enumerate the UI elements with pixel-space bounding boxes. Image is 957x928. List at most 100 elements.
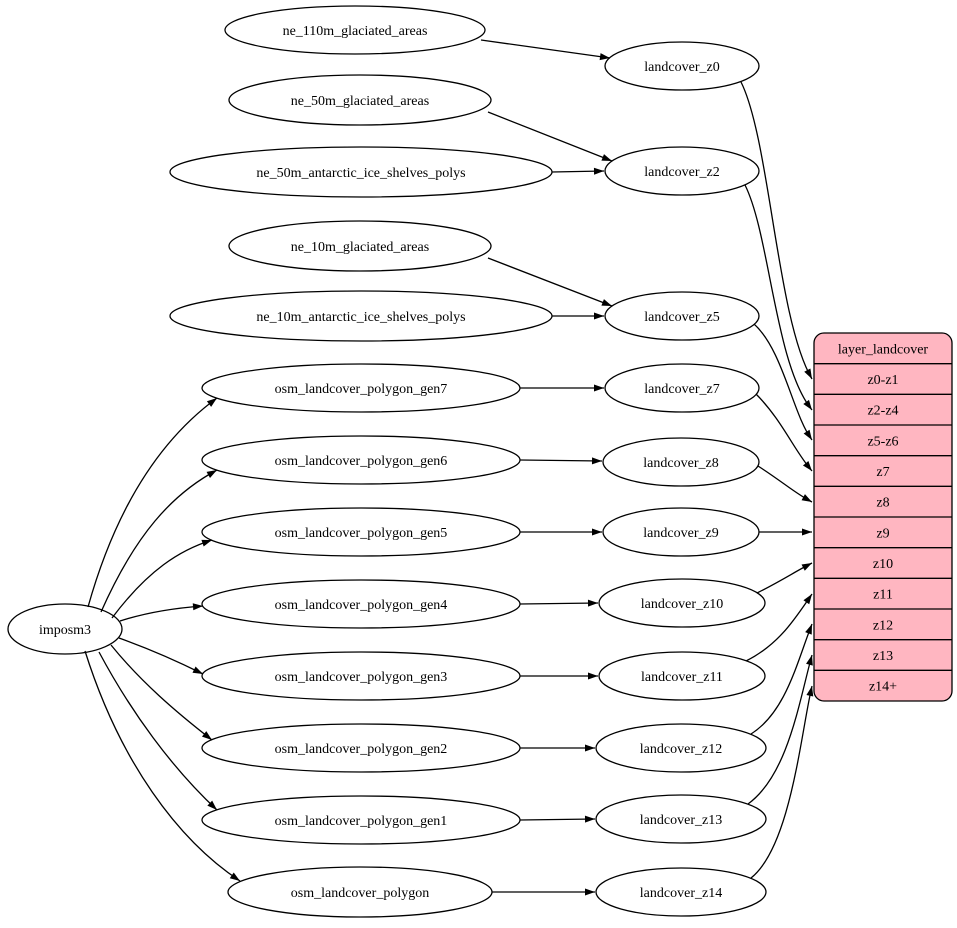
edge-landcover_z7-to-layer_landcover-z7 xyxy=(755,393,813,472)
arrowhead-icon xyxy=(594,312,604,320)
node-landcover_z14: landcover_z14 xyxy=(595,867,767,917)
edge-line xyxy=(487,111,613,162)
node-ellipse xyxy=(595,867,767,917)
edge-imposm3-to-osm_landcover_polygon_gen6 xyxy=(100,469,218,613)
node-label: ne_50m_antarctic_ice_shelves_polys xyxy=(256,166,465,181)
arrowhead-icon xyxy=(601,299,612,306)
node-ellipse xyxy=(224,5,486,55)
node-osm_landcover_polygon: osm_landcover_polygon xyxy=(227,866,493,918)
record-row-label: z2-z4 xyxy=(867,404,898,419)
record-row-label: z9 xyxy=(876,526,889,541)
arrowhead-icon xyxy=(806,686,814,697)
edge-osm_landcover_polygon_gen2-to-landcover_z12 xyxy=(520,744,595,752)
node-label: osm_landcover_polygon_gen4 xyxy=(275,598,448,613)
edge-landcover_z8-to-layer_landcover-z8 xyxy=(757,465,813,503)
arrowhead-icon xyxy=(599,53,610,61)
node-ne_50m_antarctic_ice_shelves_polys: ne_50m_antarctic_ice_shelves_polys xyxy=(169,146,553,198)
edge-imposm3-to-osm_landcover_polygon_gen1 xyxy=(98,651,218,811)
arrowhead-icon xyxy=(585,744,595,752)
edge-ne_50m_glaciated_areas-to-landcover_z2 xyxy=(487,111,613,162)
arrowhead-icon xyxy=(803,429,812,440)
node-ellipse xyxy=(598,578,766,628)
node-ellipse xyxy=(602,437,760,487)
node-landcover_z11: landcover_z11 xyxy=(598,651,766,701)
node-ne_10m_antarctic_ice_shelves_polys: ne_10m_antarctic_ice_shelves_polys xyxy=(169,290,553,342)
node-ne_50m_glaciated_areas: ne_50m_glaciated_areas xyxy=(228,74,492,126)
edge-imposm3-to-osm_landcover_polygon_gen5 xyxy=(111,539,213,619)
node-label: landcover_z11 xyxy=(641,670,723,685)
node-imposm3: imposm3 xyxy=(7,603,123,655)
node-ellipse xyxy=(595,723,767,773)
arrowhead-icon xyxy=(802,528,812,536)
node-label: landcover_z9 xyxy=(643,526,718,541)
node-landcover_z8: landcover_z8 xyxy=(602,437,760,487)
edge-line xyxy=(750,623,813,735)
arrowhead-icon xyxy=(601,154,612,161)
record-header-label: layer_landcover xyxy=(838,342,929,357)
node-osm_landcover_polygon_gen3: osm_landcover_polygon_gen3 xyxy=(201,651,521,701)
record-row-label: z14+ xyxy=(869,680,897,695)
edge-line xyxy=(755,393,813,472)
record-row-label: z10 xyxy=(873,557,893,572)
record-row-label: z0-z1 xyxy=(867,373,898,388)
edge-osm_landcover_polygon_gen6-to-landcover_z8 xyxy=(519,457,603,465)
node-label: landcover_z10 xyxy=(641,597,723,612)
edge-imposm3-to-osm_landcover_polygon_gen2 xyxy=(110,644,213,741)
node-ne_10m_glaciated_areas: ne_10m_glaciated_areas xyxy=(228,220,492,272)
node-ellipse xyxy=(604,363,760,413)
record-row-label: z13 xyxy=(873,649,893,664)
node-label: imposm3 xyxy=(39,623,91,638)
edge-line xyxy=(740,81,813,380)
arrowhead-icon xyxy=(802,461,812,471)
arrowhead-icon xyxy=(229,872,240,881)
edge-line xyxy=(750,685,813,879)
edge-ne_110m_glaciated_areas-to-landcover_z0 xyxy=(480,39,611,61)
arrowhead-icon xyxy=(804,368,812,379)
edge-landcover_z14-to-layer_landcover-z14+ xyxy=(750,685,814,879)
edge-line xyxy=(519,459,603,462)
edge-line xyxy=(480,39,611,59)
node-label: landcover_z8 xyxy=(643,456,718,471)
node-ne_110m_glaciated_areas: ne_110m_glaciated_areas xyxy=(224,5,486,55)
node-landcover_z2: landcover_z2 xyxy=(604,146,760,196)
edge-osm_landcover_polygon-to-landcover_z14 xyxy=(492,888,595,896)
edge-landcover_z2-to-layer_landcover-z2-z4 xyxy=(744,184,813,411)
edge-line xyxy=(119,605,204,622)
node-label: osm_landcover_polygon_gen1 xyxy=(275,814,448,829)
node-landcover_z7: landcover_z7 xyxy=(604,363,760,413)
node-ellipse xyxy=(604,291,760,341)
arrowhead-icon xyxy=(206,398,217,407)
node-label: landcover_z12 xyxy=(640,742,722,757)
arrowhead-icon xyxy=(803,594,812,605)
arrowhead-icon xyxy=(207,800,217,810)
edge-imposm3-to-osm_landcover_polygon_gen7 xyxy=(87,397,218,608)
record-row-label: z5-z6 xyxy=(867,434,898,449)
node-ellipse xyxy=(228,74,492,126)
arrowhead-icon xyxy=(587,599,598,607)
arrowhead-icon xyxy=(593,167,604,175)
arrowhead-icon xyxy=(206,470,217,478)
record-row-label: z12 xyxy=(873,618,893,633)
edge-line xyxy=(98,651,218,811)
record-row-label: z7 xyxy=(876,465,889,480)
arrowhead-icon xyxy=(201,731,212,740)
edge-osm_landcover_polygon_gen7-to-landcover_z7 xyxy=(520,384,604,392)
edge-line xyxy=(87,397,218,608)
edge-osm_landcover_polygon_gen4-to-landcover_z10 xyxy=(519,599,599,607)
edge-ne_10m_antarctic_ice_shelves_polys-to-landcover_z5 xyxy=(552,312,604,320)
arrowhead-icon xyxy=(192,603,203,611)
node-osm_landcover_polygon_gen4: osm_landcover_polygon_gen4 xyxy=(201,579,521,629)
node-label: landcover_z14 xyxy=(640,886,722,901)
node-osm_landcover_polygon_gen2: osm_landcover_polygon_gen2 xyxy=(201,723,521,773)
node-label: landcover_z2 xyxy=(644,165,719,180)
node-ellipse xyxy=(604,41,760,91)
node-label: ne_110m_glaciated_areas xyxy=(283,24,428,39)
record-row-label: z8 xyxy=(876,496,889,511)
edge-imposm3-to-osm_landcover_polygon_gen3 xyxy=(118,637,204,675)
edge-landcover_z10-to-layer_landcover-z10 xyxy=(756,562,813,594)
edge-ne_50m_antarctic_ice_shelves_polys-to-landcover_z2 xyxy=(551,167,605,175)
edge-line xyxy=(519,818,596,821)
node-landcover_z13: landcover_z13 xyxy=(595,794,767,844)
